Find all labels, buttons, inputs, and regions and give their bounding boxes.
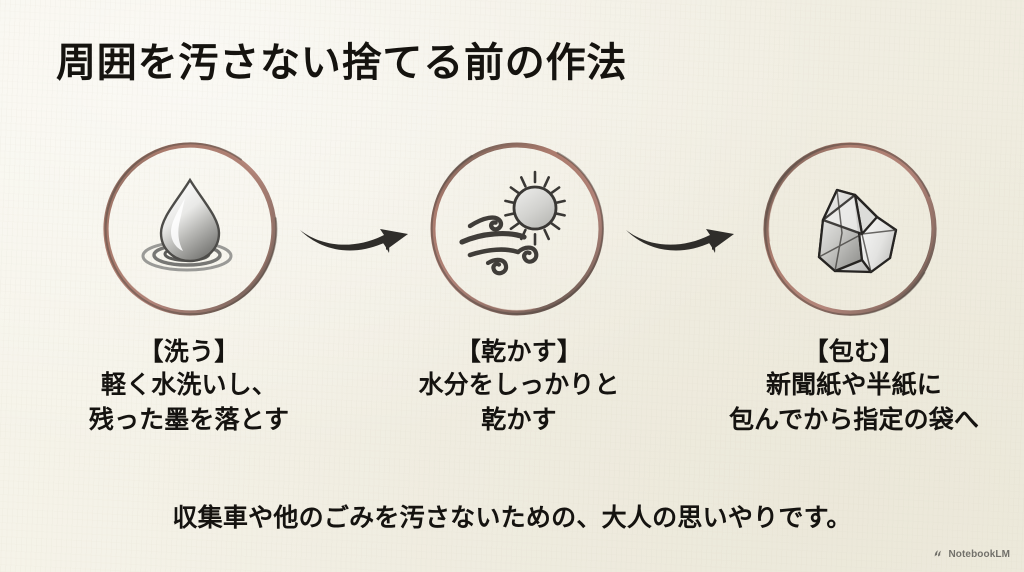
notebooklm-watermark-label: NotebookLM [948,549,1010,560]
sun-and-wind-icon [430,141,604,316]
step-3-heading: 【包む】 [803,338,905,366]
step-2-line-2: 乾かす [481,405,557,434]
notebooklm-logo-icon [933,546,944,564]
notebooklm-watermark: NotebookLM [933,546,1010,564]
step-2-icon-circle [426,138,608,320]
arrow-step2-to-step3 [622,206,742,260]
step-2-line-1: 水分をしっかりと [418,371,620,399]
step-3-line-2: 包んでから指定の袋へ [728,405,979,434]
arrow-step1-to-step2 [296,206,416,260]
right-arrow-icon [300,229,408,253]
step-3-line-1: 新聞紙や半紙に [766,371,942,399]
page-title: 周囲を汚さない捨てる前の作法 [56,40,628,85]
footer-message: 収集車や他のごみを汚さないための、大人の思いやりです。 [172,504,852,532]
step-2-heading: 【乾かす】 [455,338,583,366]
water-droplet-icon [103,142,278,316]
step-3-caption: 【包む】 新聞紙や半紙に 包んでから指定の袋へ [684,336,1024,437]
step-1-icon-circle [99,138,281,320]
step-1-line-1: 軽く水洗いし、 [101,371,277,399]
right-arrow-icon [626,229,734,253]
step-1-line-2: 残った墨を落とす [88,405,290,434]
step-2-caption: 【乾かす】 水分をしっかりと 乾かす [354,336,684,437]
step-1-caption: 【洗う】 軽く水洗いし、 残った墨を落とす [24,336,354,437]
wrapped-paper-icon [763,142,938,316]
step-3-icon-circle [759,138,941,320]
step-1-heading: 【洗う】 [138,338,240,366]
step-captions: 【洗う】 軽く水洗いし、 残った墨を落とす 【乾かす】 水分をしっかりと 乾かす… [0,336,1024,437]
steps-row [0,132,1024,332]
